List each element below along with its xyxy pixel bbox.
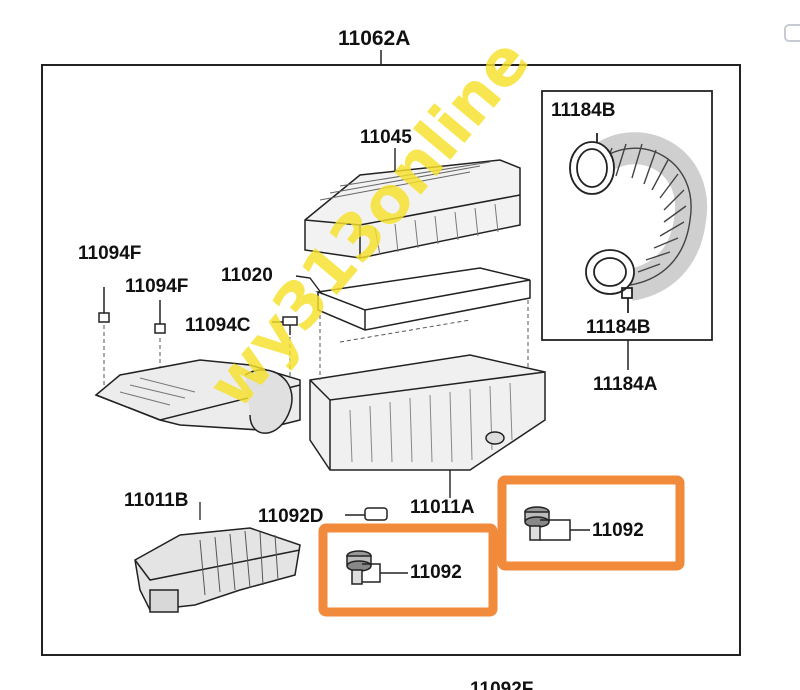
intake-hose-drawing [590, 132, 708, 301]
assembly-frame [41, 64, 741, 656]
page-edge-icon [784, 24, 800, 42]
drain-label: 11092D [258, 506, 324, 527]
highlight-box-right [497, 475, 685, 571]
clamp-top-label: 11184B [551, 100, 616, 121]
cover-label: 11045 [360, 127, 412, 148]
clamp-top-drawing [569, 133, 615, 195]
filter-label: 11020 [221, 265, 273, 286]
clamp-bottom-label: 11184B [586, 317, 651, 338]
cover-drawing [304, 159, 521, 259]
case-drawing [309, 354, 546, 471]
bolt-drawings [98, 287, 298, 335]
drain-drawing [345, 507, 388, 521]
clamp-bottom-drawing [585, 249, 635, 313]
duct-label: 11011B [124, 490, 189, 511]
filter-drawing [315, 267, 531, 331]
case-label: 11011A [410, 497, 475, 518]
mount-2-drawing [524, 506, 590, 541]
bolt-2-label: 11094F [125, 276, 189, 297]
guide-lines [103, 300, 529, 385]
hose-box [541, 90, 713, 341]
mount-2-label: 11092 [592, 520, 644, 541]
hose-set-label: 11184A [593, 374, 658, 395]
mount-1-drawing [346, 550, 408, 585]
filter-leader [295, 275, 323, 295]
assembly-label: 11062A [338, 27, 411, 50]
bottom-cut-label: 11092F [470, 679, 534, 690]
mount-1-label: 11092 [410, 562, 462, 583]
duct-drawing [134, 527, 301, 613]
highlight-box-center [318, 523, 498, 617]
bolt-3-label: 11094C [185, 315, 251, 336]
bolt-1-label: 11094F [78, 243, 142, 264]
resonator-drawing [94, 359, 301, 434]
